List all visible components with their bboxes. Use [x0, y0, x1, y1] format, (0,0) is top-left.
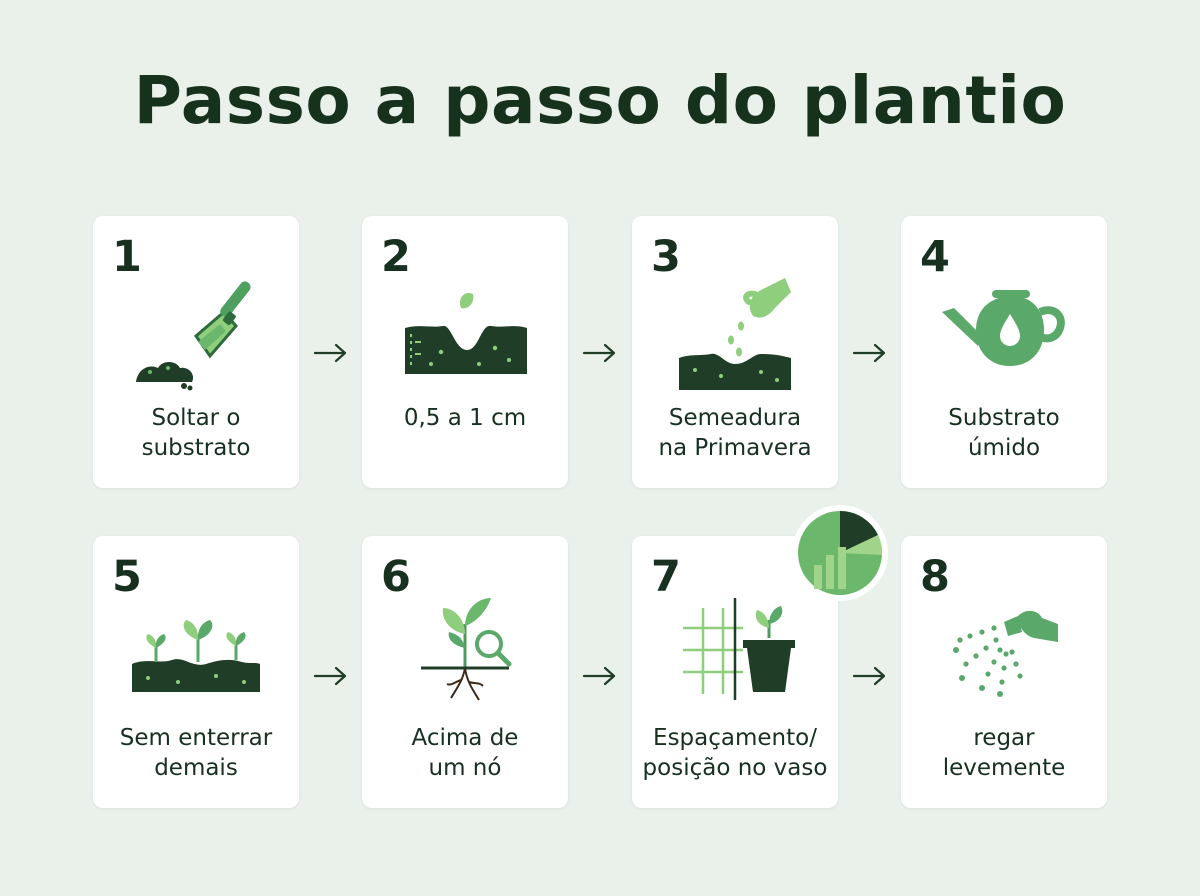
page-title: Passo a passo do plantio: [133, 62, 1067, 139]
arrow-right-icon: [582, 666, 616, 686]
trowel-soil-icon: [136, 281, 251, 391]
watering-nozzle-spray-icon: [953, 610, 1058, 697]
step-number: 6: [381, 552, 411, 602]
pie-bar-chart-badge-icon: [792, 505, 888, 601]
step-label: Espaçamento/posição no vaso: [642, 725, 828, 781]
step-number: 4: [920, 232, 950, 282]
watering-can-icon: [942, 290, 1065, 366]
soil-depth-seed-icon: [405, 292, 527, 374]
step-number: 2: [381, 232, 411, 282]
step-number: 1: [112, 232, 142, 282]
step-number: 5: [112, 552, 142, 602]
arrow-right-icon: [852, 343, 886, 363]
arrow-right-icon: [313, 343, 347, 363]
step-number: 8: [920, 552, 950, 602]
grid-potted-plant-icon: [683, 598, 795, 700]
hand-sowing-seeds-icon: [679, 278, 791, 390]
step-card-2: 2 0,5 a 1 cm: [362, 216, 568, 488]
step-number: 7: [651, 552, 681, 602]
arrow-right-icon: [582, 343, 616, 363]
step-number: 3: [651, 232, 681, 282]
arrow-right-icon: [852, 666, 886, 686]
step-label: 0,5 a 1 cm: [403, 405, 527, 431]
arrow-right-icon: [313, 666, 347, 686]
seedlings-soil-icon: [132, 620, 260, 692]
plant-node-magnifier-icon: [421, 598, 512, 701]
